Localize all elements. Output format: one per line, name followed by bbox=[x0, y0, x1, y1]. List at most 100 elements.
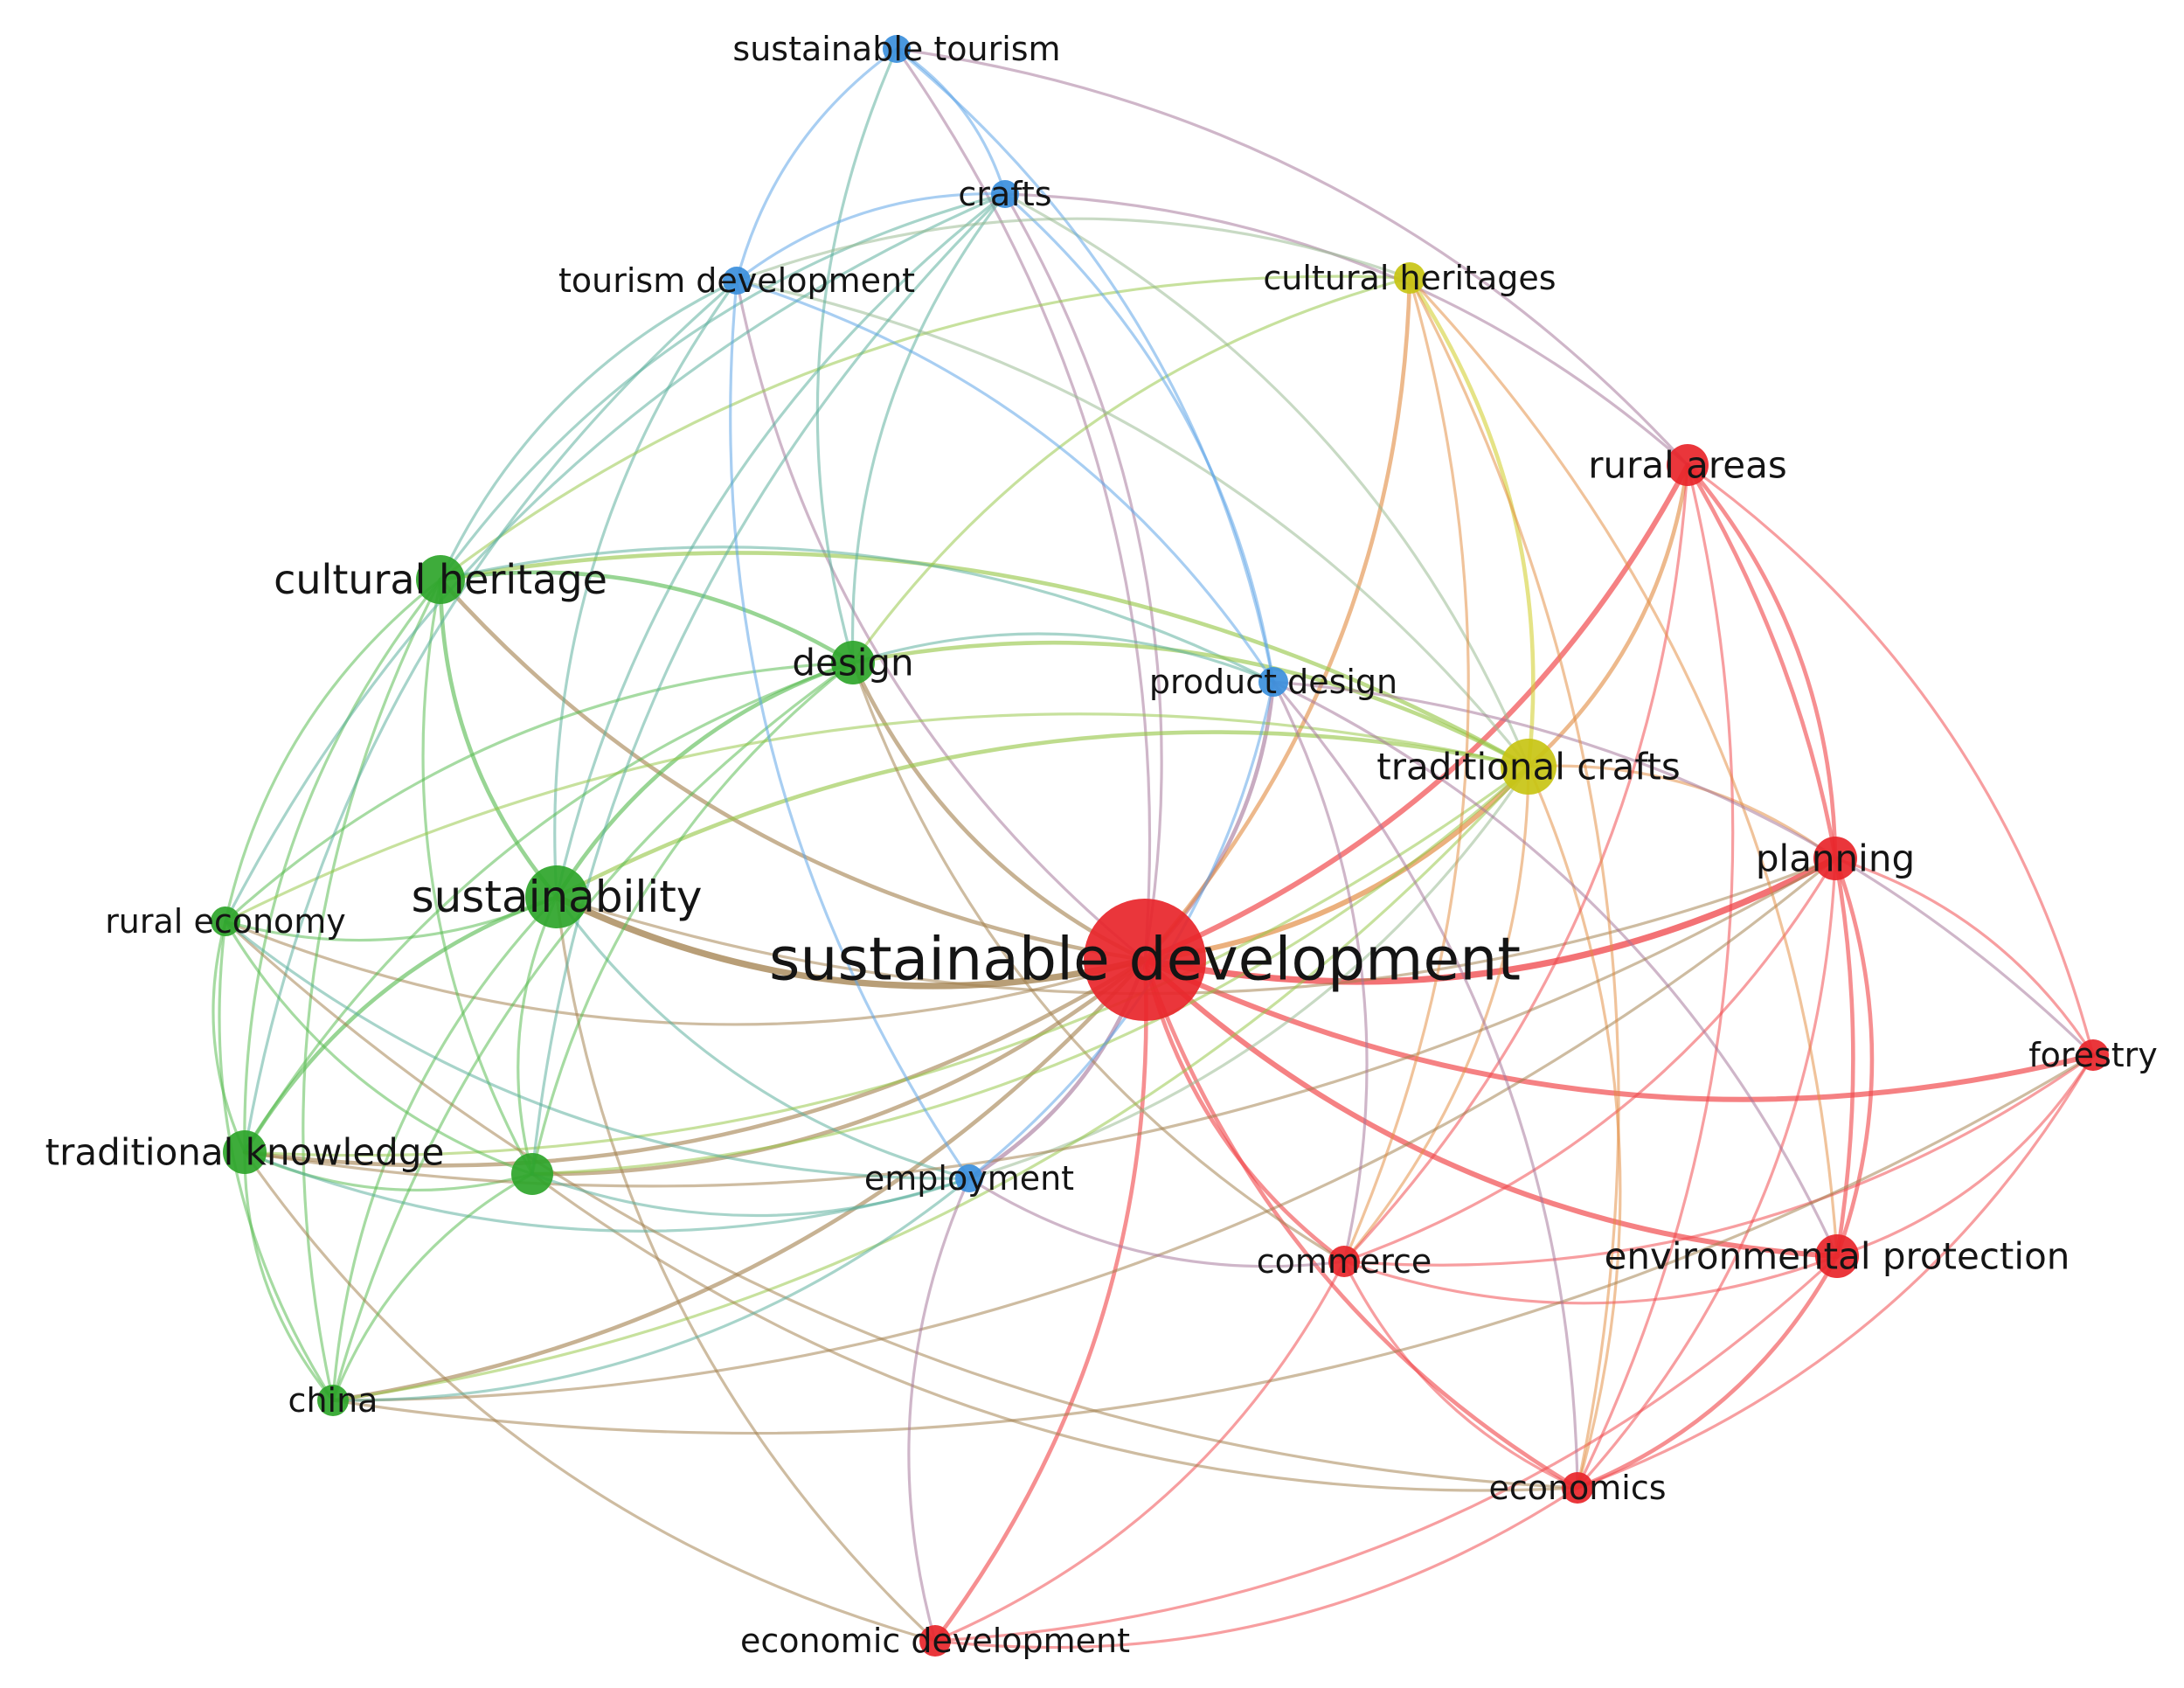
label-environmental-protection: environmental protection bbox=[1605, 1235, 2070, 1278]
link-design-traditional-knowledge bbox=[243, 661, 855, 1154]
link-design-commerce bbox=[851, 661, 1346, 1263]
node-rural-economy[interactable] bbox=[211, 907, 240, 936]
link-sustainable-tourism-product-design bbox=[895, 47, 1275, 684]
label-sustainable-tourism: sustainable tourism bbox=[732, 30, 1060, 68]
link-rural-areas-commerce bbox=[1342, 463, 1689, 1263]
node-sustainable-development[interactable] bbox=[1084, 899, 1206, 1021]
link-crafts-unlabeled-green bbox=[530, 192, 1007, 1176]
link-planning-environmental-protection bbox=[1833, 856, 1875, 1259]
link-sustainable-development-rural-areas bbox=[1142, 462, 1690, 962]
link-unlabeled-green-employment bbox=[530, 1172, 971, 1218]
node-planning[interactable] bbox=[1813, 837, 1857, 880]
link-sustainability-employment bbox=[555, 895, 971, 1180]
link-sustainable-development-rural-economy bbox=[224, 920, 1147, 1026]
link-rural-economy-employment bbox=[224, 920, 971, 1180]
link-sustainability-planning bbox=[555, 857, 1837, 996]
link-economics-unlabeled-green bbox=[530, 1172, 1579, 1492]
link-design-unlabeled-green bbox=[530, 661, 855, 1176]
node-crafts[interactable] bbox=[991, 180, 1019, 208]
link-design-crafts bbox=[850, 192, 1007, 664]
node-economics[interactable] bbox=[1562, 1472, 1593, 1504]
link-sustainable-development-crafts bbox=[1003, 192, 1163, 962]
label-crafts: crafts bbox=[958, 175, 1051, 213]
link-design-product-design bbox=[851, 632, 1275, 684]
node-product-design[interactable] bbox=[1258, 667, 1288, 697]
link-cultural-heritage-design bbox=[438, 570, 856, 665]
link-sustainability-crafts bbox=[555, 192, 1007, 899]
node-forestry[interactable] bbox=[2077, 1039, 2109, 1071]
link-cultural-heritage-unlabeled-green bbox=[421, 578, 534, 1176]
label-sustainability: sustainability bbox=[412, 872, 703, 922]
link-sustainable-development-economics bbox=[1142, 957, 1580, 1490]
link-cultural-heritage-tourism-development bbox=[439, 279, 738, 581]
link-sustainable-tourism-crafts bbox=[895, 47, 1007, 196]
label-planning: planning bbox=[1756, 837, 1915, 880]
label-traditional-knowledge: traditional knowledge bbox=[45, 1131, 445, 1174]
label-cultural-heritages: cultural heritages bbox=[1263, 259, 1556, 297]
node-sustainable-tourism[interactable] bbox=[883, 35, 911, 63]
link-rural-areas-sustainable-tourism bbox=[895, 47, 1689, 467]
node-unlabeled-green[interactable] bbox=[511, 1153, 553, 1195]
network-labels: sustainable development sustainability cul… bbox=[45, 30, 2158, 1660]
link-traditional-crafts-unlabeled-green bbox=[530, 765, 1530, 1176]
node-commerce[interactable] bbox=[1328, 1246, 1360, 1277]
node-environmental-protection[interactable] bbox=[1815, 1234, 1859, 1278]
link-design-cultural-heritages bbox=[851, 276, 1411, 664]
label-commerce: commerce bbox=[1257, 1242, 1432, 1281]
link-environmental-protection-economics bbox=[1575, 1254, 1840, 1490]
link-commerce-economics bbox=[1342, 1260, 1579, 1490]
link-tourism-development-employment bbox=[729, 279, 971, 1180]
link-cultural-heritage-product-design bbox=[439, 545, 1275, 684]
node-china[interactable] bbox=[317, 1385, 349, 1416]
link-planning-commerce bbox=[1342, 857, 1837, 1263]
node-cultural-heritages[interactable] bbox=[1394, 262, 1425, 294]
link-sustainable-tourism-tourism-development bbox=[735, 47, 898, 282]
link-environmental-protection-commerce bbox=[1342, 1254, 1839, 1305]
link-rural-economy-unlabeled-green bbox=[224, 920, 534, 1176]
node-traditional-crafts[interactable] bbox=[1501, 739, 1557, 795]
node-sustainability[interactable] bbox=[525, 865, 588, 928]
link-sustainable-development-forestry bbox=[1142, 957, 2096, 1102]
link-rural-areas-forestry bbox=[1686, 463, 2095, 1057]
link-traditional-crafts-rural-economy bbox=[224, 712, 1530, 923]
link-traditional-crafts-rural-areas bbox=[1526, 462, 1690, 769]
label-sustainable-development: sustainable development bbox=[769, 926, 1521, 995]
label-employment: employment bbox=[864, 1159, 1074, 1198]
link-tourism-development-cultural-heritages bbox=[735, 217, 1411, 282]
node-economic-development[interactable] bbox=[919, 1625, 951, 1657]
node-traditional-knowledge[interactable] bbox=[223, 1130, 267, 1174]
link-cultural-heritages-commerce bbox=[1342, 276, 1470, 1263]
link-crafts-tourism-development bbox=[735, 192, 1007, 282]
link-environmental-protection-economic-development bbox=[933, 1254, 1839, 1643]
node-design[interactable] bbox=[831, 641, 875, 684]
node-rural-areas[interactable] bbox=[1667, 444, 1709, 486]
link-sustainable-development-china bbox=[330, 957, 1147, 1403]
link-environmental-protection-cultural-heritages bbox=[1408, 276, 1839, 1258]
link-traditional-crafts-employment bbox=[967, 765, 1530, 1180]
link-sustainability-china bbox=[331, 895, 558, 1402]
link-sustainable-development-cultural-heritages bbox=[1142, 275, 1412, 962]
node-employment[interactable] bbox=[955, 1164, 983, 1192]
link-forestry-product-design bbox=[1272, 680, 2095, 1057]
link-sustainable-development-environmental-protection bbox=[1142, 957, 1840, 1259]
label-rural-areas: rural areas bbox=[1588, 444, 1786, 487]
label-rural-economy: rural economy bbox=[105, 902, 346, 941]
link-crafts-rural-economy bbox=[224, 192, 1007, 923]
link-rural-areas-planning bbox=[1685, 462, 1838, 861]
label-design: design bbox=[792, 642, 913, 684]
node-tourism-development[interactable] bbox=[723, 267, 751, 295]
link-product-design-economics bbox=[1272, 680, 1579, 1490]
link-design-traditional-crafts bbox=[850, 640, 1531, 769]
label-economics: economics bbox=[1488, 1469, 1666, 1507]
link-planning-china bbox=[331, 857, 1837, 1402]
link-sustainable-development-economic-development bbox=[933, 957, 1148, 1643]
link-design-rural-economy bbox=[224, 661, 855, 923]
link-traditional-knowledge-tourism-development bbox=[243, 279, 738, 1154]
link-cultural-heritage-rural-economy bbox=[224, 578, 442, 923]
link-sustainability-cultural-heritage bbox=[438, 577, 559, 900]
node-cultural-heritage[interactable] bbox=[416, 555, 465, 604]
link-traditional-crafts-tourism-development bbox=[735, 279, 1530, 768]
link-sustainability-unlabeled-green bbox=[517, 895, 558, 1176]
link-traditional-crafts-crafts bbox=[1003, 192, 1530, 768]
